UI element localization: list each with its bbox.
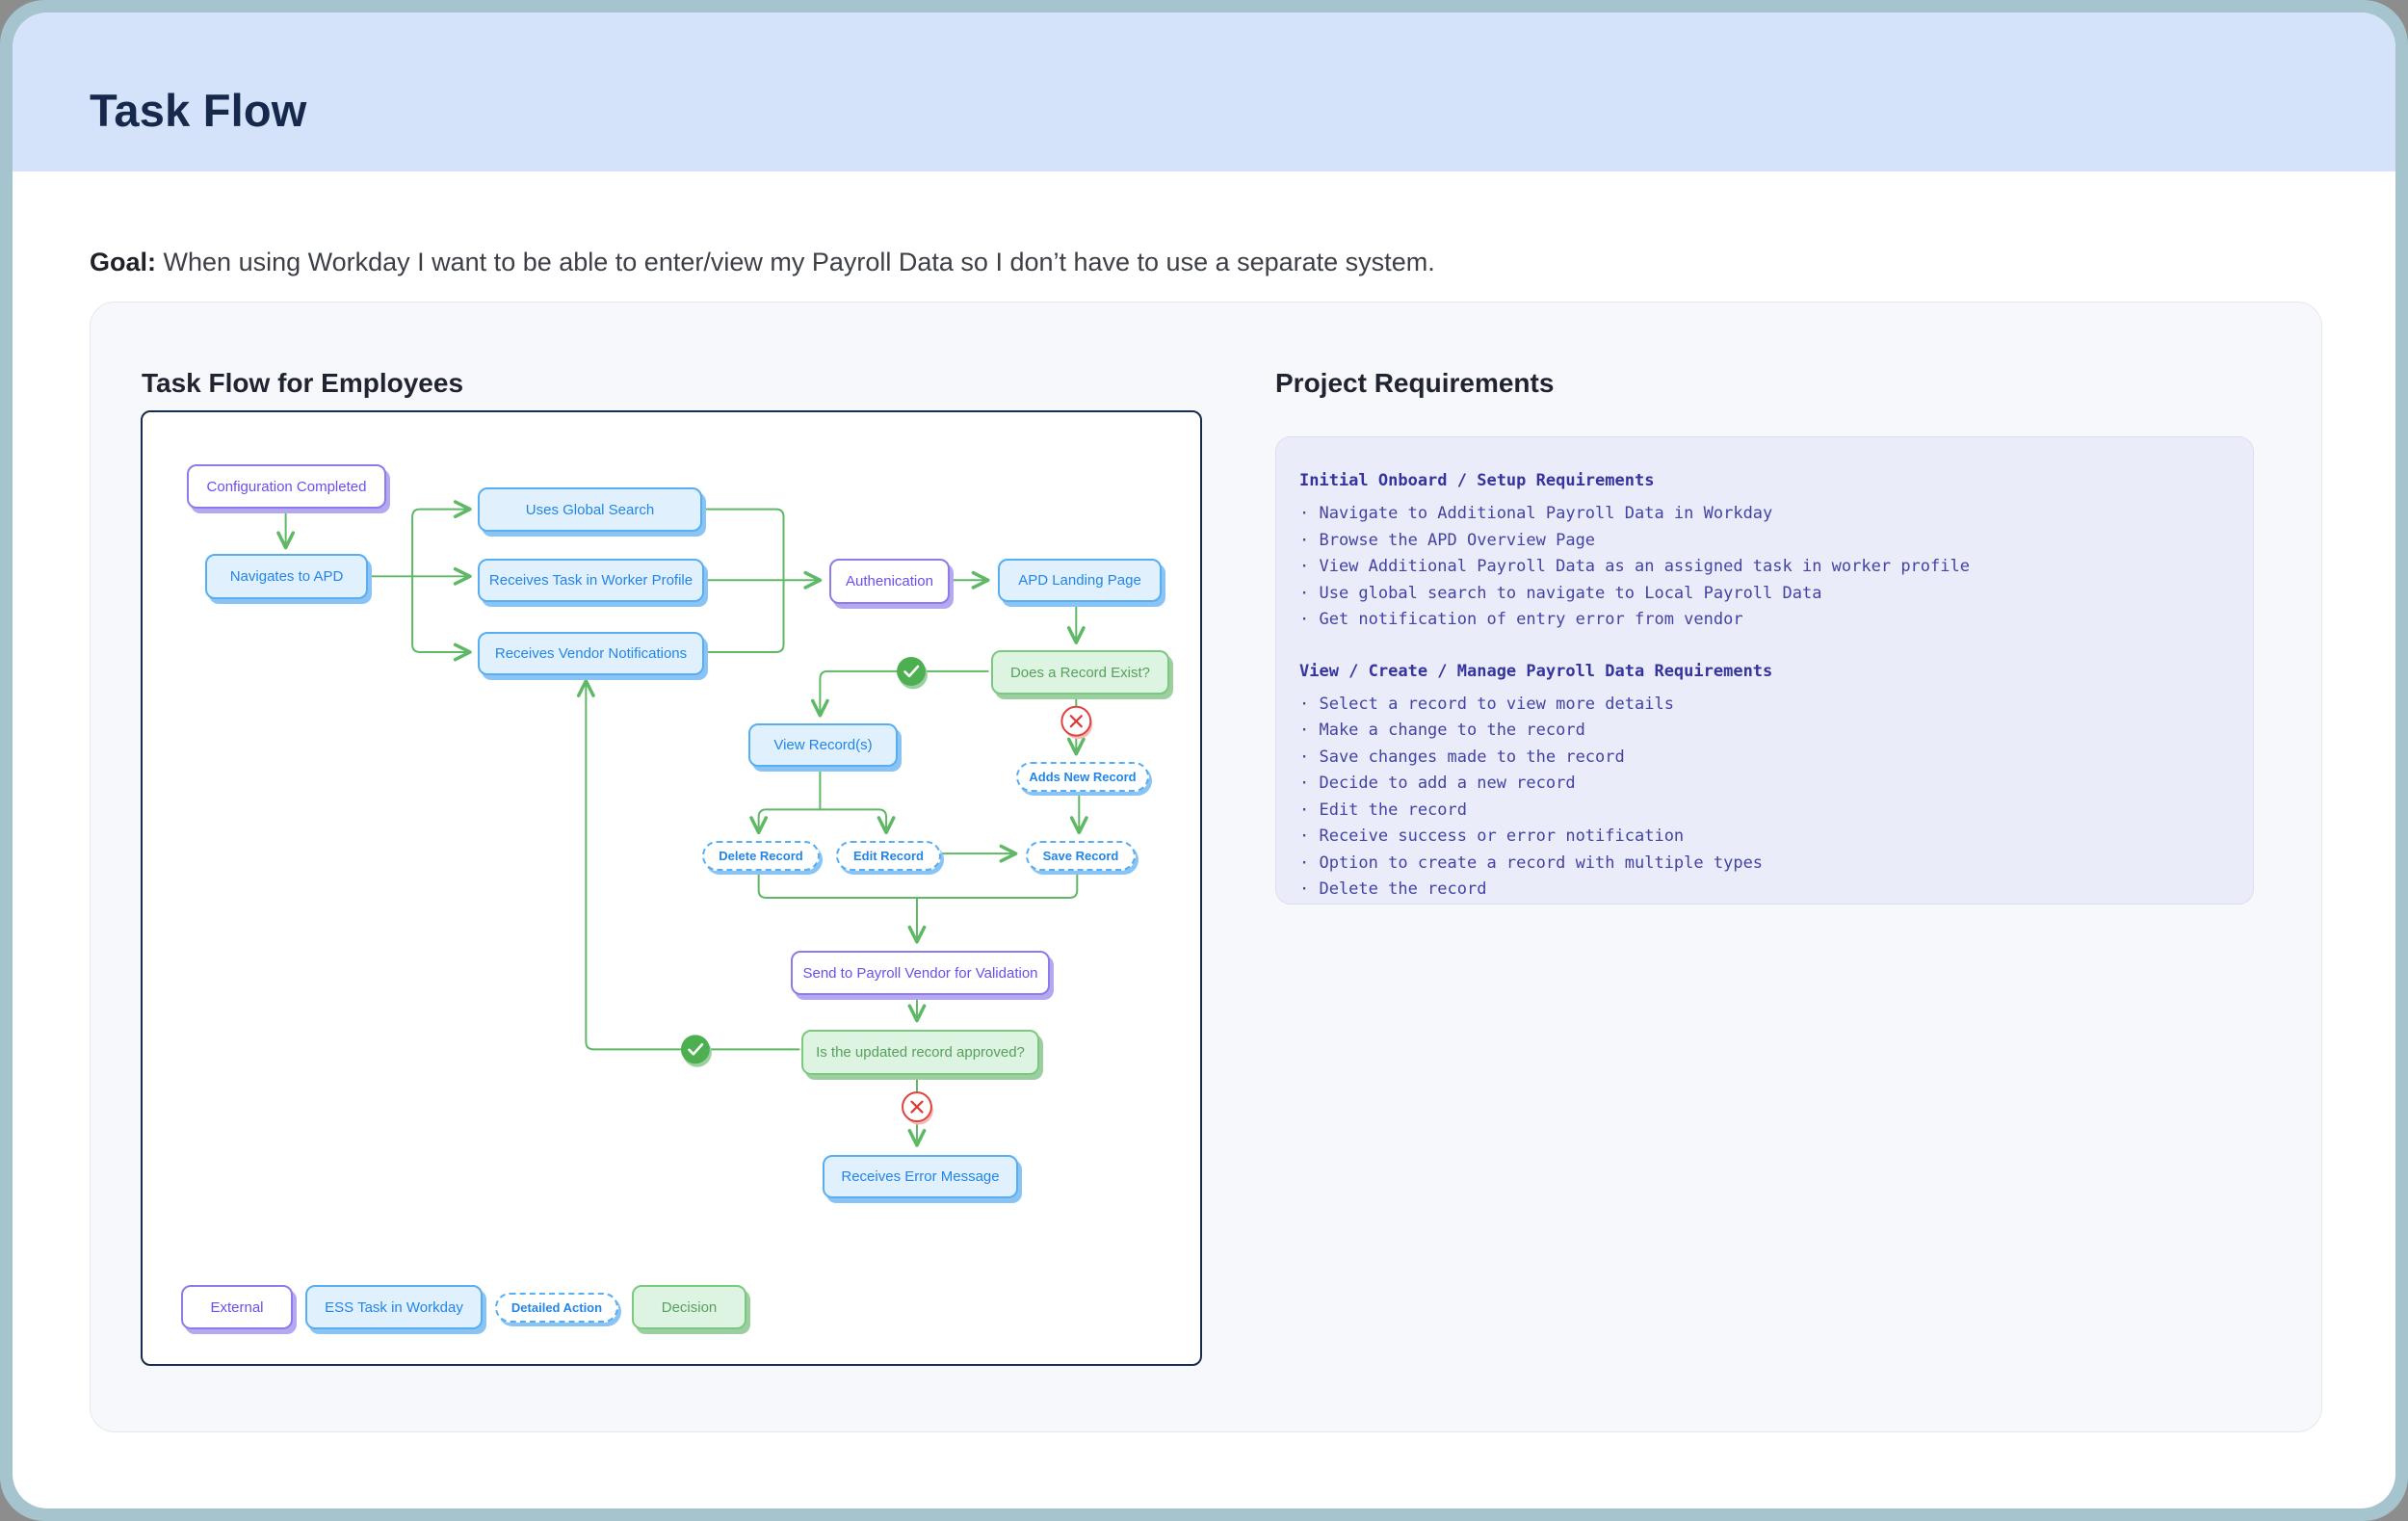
flow-node-is-updated-record-approved: Is the updated record approved? [801,1030,1039,1075]
content-card: Task Flow for Employees Project Requirem… [90,302,2322,1432]
project-requirements-panel: Initial Onboard / Setup Requirements · N… [1275,436,2254,905]
flow-node-apd-landing-page: APD Landing Page [998,559,1162,602]
requirement-item: · Option to create a record with multipl… [1299,852,1764,873]
legend-item-ess-task-in-workday: ESS Task in Workday [305,1285,483,1329]
goal-label: Goal: [90,248,157,276]
requirements-heading: Project Requirements [1275,368,1555,398]
cross-icon [902,1091,933,1125]
legend-item-detailed-action: Detailed Action [495,1293,618,1323]
requirement-item: · View Additional Payroll Data as an ass… [1299,557,1970,576]
flow-edge [700,579,785,653]
flow-node-send-to-payroll-vendor: Send to Payroll Vendor for Validation [791,951,1050,995]
requirements-section: View / Create / Manage Payroll Data Requ… [1299,659,2228,904]
flow-edge [411,575,472,662]
flow-edge [819,808,896,835]
requirement-item: · Receive success or error notification [1299,826,1685,846]
flow-node-receives-task-worker-profile: Receives Task in Worker Profile [478,559,704,602]
cross-icon [1060,705,1093,740]
requirement-item: · Delete the record [1299,879,1487,899]
flow-edge [698,508,785,582]
check-icon [897,656,928,690]
check-icon [680,1035,712,1067]
flow-node-save-record: Save Record [1026,841,1136,871]
page-title: Task Flow [90,85,307,136]
flow-node-edit-record: Edit Record [836,841,941,871]
requirements-section: Initial Onboard / Setup Requirements · N… [1299,468,2228,634]
flow-node-view-records: View Record(s) [748,723,898,767]
page-header: Task Flow [13,13,2395,171]
page: Task Flow Goal: When using Workday I wan… [13,13,2395,1508]
requirement-item: · Navigate to Additional Payroll Data in… [1299,504,1773,523]
requirement-item: · Make a change to the record [1299,721,1585,740]
flow-node-does-record-exist: Does a Record Exist? [991,650,1169,695]
flow-node-receives-error-message: Receives Error Message [823,1155,1018,1198]
requirement-item: · Edit the record [1299,800,1467,820]
flow-edge [411,500,472,578]
requirements-section-title: Initial Onboard / Setup Requirements [1299,471,1655,490]
flow-connectors [276,500,1093,1147]
requirement-item: · Select a record to view more details [1299,694,1674,714]
goal-text: When using Workday I want to be able to … [163,248,1435,276]
requirements-section-title: View / Create / Manage Payroll Data Requ… [1299,661,1773,681]
flow-edge [757,868,918,899]
flow-node-receives-vendor-notifications: Receives Vendor Notifications [478,632,704,675]
legend-item-external: External [181,1285,293,1329]
flow-edge [810,669,989,718]
legend-item-decision: Decision [632,1285,746,1329]
requirement-item: · Save changes made to the record [1299,747,1625,767]
requirement-item: · Decide to add a new record [1299,774,1576,793]
requirement-item: · Use global search to navigate to Local… [1299,583,1822,603]
flow-edge [576,679,800,1051]
requirement-item: · Browse the APD Overview Page [1299,530,1596,550]
goal-statement: Goal: When using Workday I want to be ab… [90,248,1435,277]
diagram-heading: Task Flow for Employees [142,368,464,398]
flow-edge [915,868,1079,899]
flow-node-configuration-completed: Configuration Completed [187,464,386,509]
flow-edge [749,808,822,835]
flow-node-authenication: Authenication [829,559,950,604]
flow-node-navigates-to-apd: Navigates to APD [205,554,368,599]
flow-node-delete-record: Delete Record [702,841,820,871]
flow-node-adds-new-record: Adds New Record [1016,762,1149,792]
flow-node-uses-global-search: Uses Global Search [478,487,702,532]
requirement-item: · Get notification of entry error from v… [1299,610,1743,629]
